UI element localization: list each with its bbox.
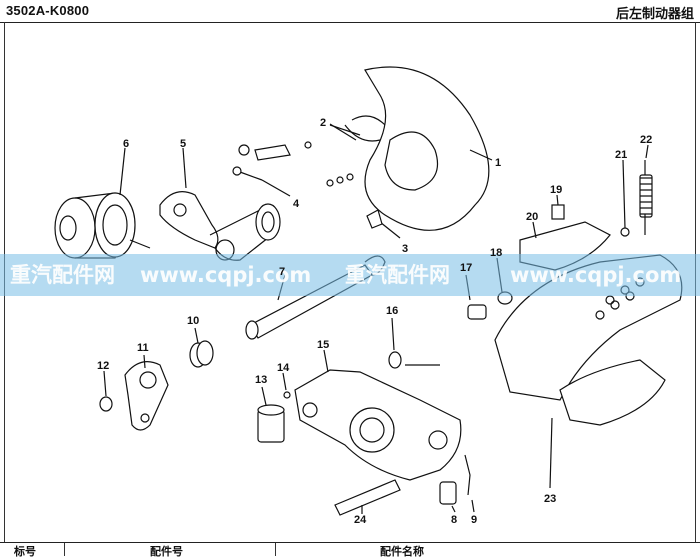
callout-4: 4 [293,198,300,210]
callout-22: 22 [640,134,652,146]
brake-chamber-part [54,192,151,259]
washer-part [99,396,113,412]
callout-19: 19 [550,184,562,196]
watermark: 重汽配件网 www.cqpj.com 重汽配件网 www.cqpj.com [0,254,700,296]
callout-15: 15 [317,339,329,351]
bolt-group-part [232,141,354,187]
callout-16: 16 [386,305,398,317]
part-code: 3502A-K0800 [6,3,90,18]
slack-adjuster-part [124,361,169,431]
column-divider [64,543,65,556]
callout-23: 23 [544,493,556,505]
callout-labels: 1 2 3 4 5 6 7 8 9 10 11 12 13 14 15 16 1… [97,117,652,526]
callout-9: 9 [471,514,477,526]
callout-8: 8 [451,514,457,526]
watermark-right-text: www.cqpj.com [510,263,681,287]
chamber-bracket-part [159,191,281,261]
return-spring-part [639,160,653,235]
callout-24: 24 [354,514,367,526]
col-part-name: 配件名称 [380,546,424,558]
rivet-part [551,204,565,220]
seal-ring-part [189,340,214,368]
watermark-url-text: www.cqpj.com [140,263,311,287]
dust-shield-part [344,66,490,231]
watermark-left-text: 重汽配件网 [10,263,115,287]
callout-3: 3 [402,243,408,255]
col-item-number: 标号 [14,546,36,558]
callout-2: 2 [320,117,326,129]
anchor-pin-part [467,304,487,320]
callout-7: 7 [279,266,285,278]
col-part-number: 配件号 [150,546,183,558]
parts-table-header: 标号 配件号 配件名称 [0,542,700,558]
callout-18: 18 [490,247,502,259]
brake-spider-part [294,369,462,481]
short-pin-part [439,481,457,505]
callout-6: 6 [123,138,129,150]
watermark-mid-text: 重汽配件网 [345,263,450,287]
callout-5: 5 [180,138,186,150]
callout-17: 17 [460,262,472,274]
callout-1: 1 [495,157,501,169]
nut-part [388,351,440,369]
callout-20: 20 [526,211,538,223]
callout-14: 14 [277,362,290,374]
callout-11: 11 [137,342,149,354]
callout-10: 10 [187,315,199,327]
callout-13: 13 [255,374,267,386]
assembly-title: 后左制动器组 [615,6,694,21]
callout-21: 21 [615,149,627,161]
header-bar: 3502A-K0800 后左制动器组 [0,0,700,23]
callout-12: 12 [97,360,109,372]
column-divider [275,543,276,556]
bushing-part [257,404,285,443]
long-pin-part [334,479,401,516]
